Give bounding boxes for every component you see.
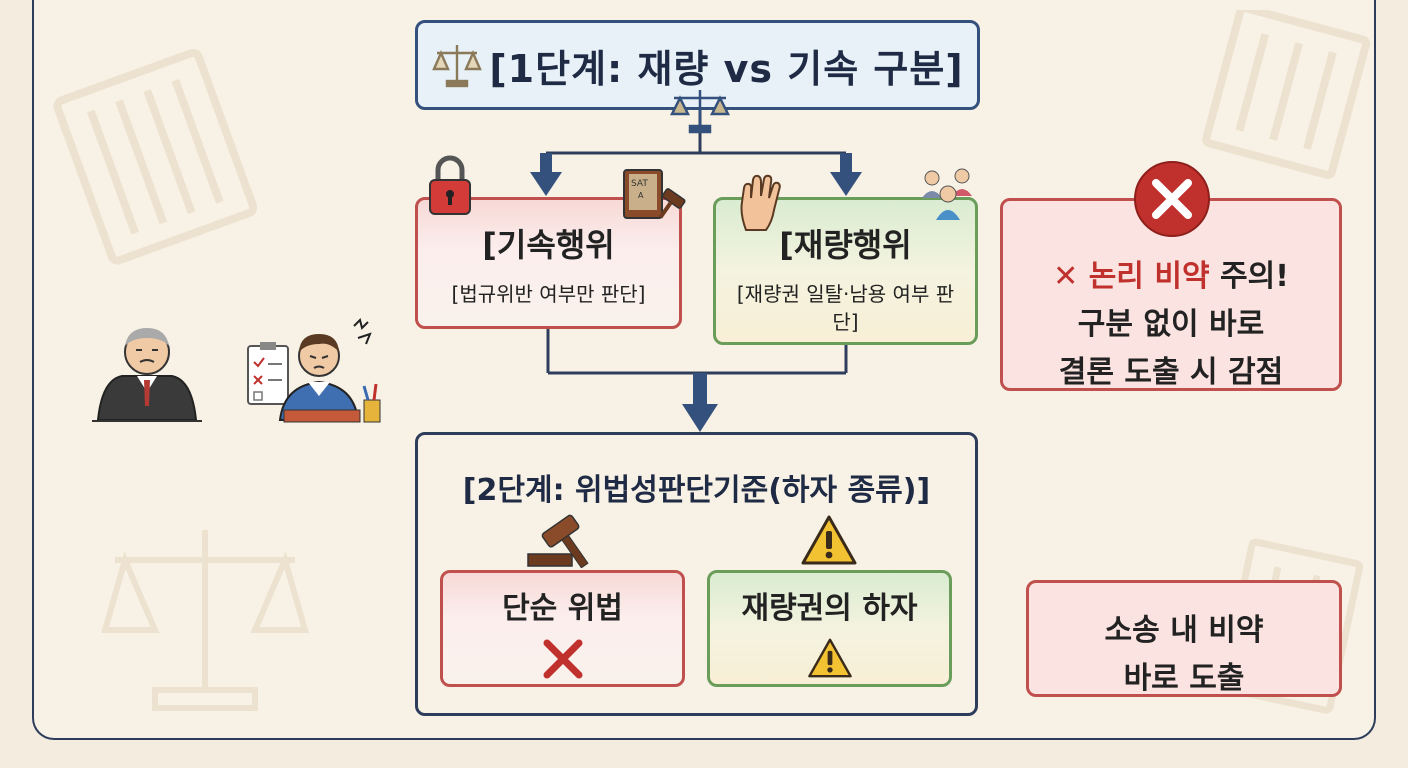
lawsuit-note-line2: 바로 도출 [1123,661,1245,696]
binding-act-description: [법규위반 여부만 판단] [451,282,646,306]
connector-scales-icon [669,90,731,134]
simple-illegality-label: 단순 위법 [502,591,623,626]
warning-line2: 구분 없이 바로 [1077,307,1265,342]
background-column-icon [1202,10,1371,180]
discretionary-act-heading: [재량행위 [779,226,912,264]
binding-act-heading: [기속행위 [482,226,615,264]
lawsuit-note-line1: 소송 내 비약 [1104,613,1264,648]
discretion-flaw-label: 재량권의 하자 [741,591,918,626]
raised-hand-icon [740,174,781,231]
simple-illegality-box: 단순 위법 [440,570,685,687]
warning-x-mark: ✕ [1053,259,1089,294]
book-gavel-icon: SAT A [623,169,686,219]
people-group-icon [922,168,972,220]
discretionary-act-box: [재량행위 [재량권 일탈·남용 여부 판단] [713,197,978,345]
background-scale-icon [101,530,309,711]
discretionary-act-description: [재량권 일탈·남용 여부 판단] [736,282,955,334]
warning-emphasis: 논리 비약 [1088,259,1210,294]
x-circle-icon [1134,161,1210,237]
student-illustration [247,318,381,423]
warning-line3: 결론 도출 시 감점 [1058,355,1284,390]
step1-box: [1단계: 재량 vs 기속 구분] [415,20,980,110]
warning-triangle-icon [807,638,852,678]
gavel-icon [527,514,589,568]
svg-text:SAT: SAT [631,179,648,189]
warning-suffix: 주의! [1209,259,1289,294]
scales-icon [432,45,483,88]
svg-text:A: A [638,191,644,200]
lawsuit-leap-note-box: 소송 내 비약 바로 도출 [1026,580,1342,697]
warning-line1: ✕ 논리 비약 주의! [1003,251,1339,295]
x-mark-icon [543,639,582,679]
warning-triangle-icon [801,515,857,565]
lock-icon [429,155,471,215]
step2-title: [2단계: 위법성판단기준(하자 종류)] [462,473,931,508]
step1-title: [1단계: 재량 vs 기속 구분] [489,46,964,91]
discretion-flaw-box: 재량권의 하자 [707,570,952,687]
background-scales-icon [53,48,258,265]
judge-illustration [92,328,202,422]
